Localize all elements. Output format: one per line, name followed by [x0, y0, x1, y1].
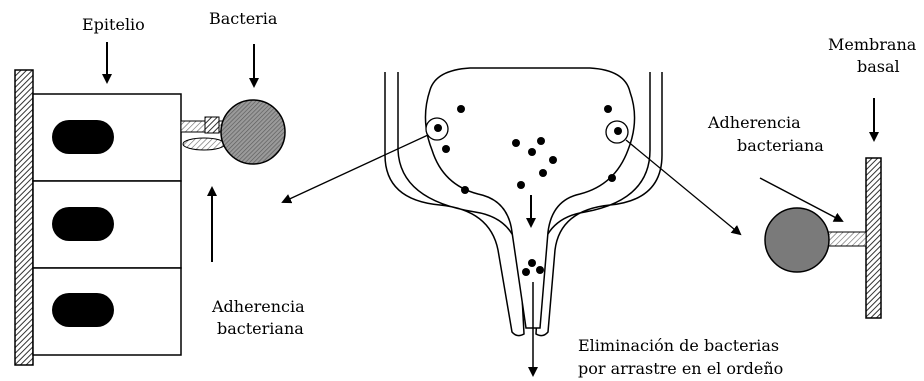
bacterium-dot: [537, 137, 545, 145]
adhesin-link-left-dark: [205, 117, 219, 133]
bacterium-right: [765, 208, 829, 272]
bacterium-dot: [536, 266, 544, 274]
label-eliminacion-1: Eliminación de bacterias: [578, 336, 779, 355]
bacterium-dot: [528, 259, 536, 267]
nucleus-2: [52, 207, 114, 241]
bacterium-dot: [442, 145, 450, 153]
bacterium-left: [221, 100, 285, 164]
bacterium-dot: [517, 181, 525, 189]
label-adherencia-left-2: bacteriana: [217, 319, 304, 338]
bacterium-dot: [512, 139, 520, 147]
wall-bacterium-right: [614, 127, 622, 135]
label-adherencia-right-1: Adherencia: [707, 113, 801, 132]
nucleus-1: [52, 120, 114, 154]
basement-membrane-strip-right: [866, 158, 881, 318]
label-adherencia-left-1: Adherencia: [211, 297, 305, 316]
label-adherencia-right-2: bacteriana: [737, 136, 824, 155]
epithelium-panel: Epitelio Bacteria Adherencia bacteriana: [15, 9, 305, 365]
bacterium-dot: [608, 174, 616, 182]
label-membrana-2: basal: [857, 57, 900, 76]
bacterium-dot: [604, 105, 612, 113]
label-epitelio: Epitelio: [82, 15, 145, 34]
bacterium-dot: [549, 156, 557, 164]
bacterium-dot: [539, 169, 547, 177]
basement-membrane-strip-left: [15, 70, 33, 365]
bacterium-dot: [457, 105, 465, 113]
bacterium-dot: [522, 268, 530, 276]
adhesin-link-right: [826, 232, 866, 246]
bacterium-dot: [528, 148, 536, 156]
basement-membrane-panel: Membrana basal Adherencia bacteriana: [707, 35, 917, 318]
arrow-zoom-left: [283, 135, 428, 202]
label-eliminacion-2: por arrastre en el ordeño: [578, 359, 783, 378]
wall-bacterium-left: [434, 124, 442, 132]
label-membrana-1: Membrana: [828, 35, 917, 54]
bacterium-dot: [461, 186, 469, 194]
arrow-zoom-right: [626, 140, 740, 234]
label-bacteria: Bacteria: [209, 9, 278, 28]
nucleus-3: [52, 293, 114, 327]
adhesin-lower-left: [183, 138, 225, 150]
